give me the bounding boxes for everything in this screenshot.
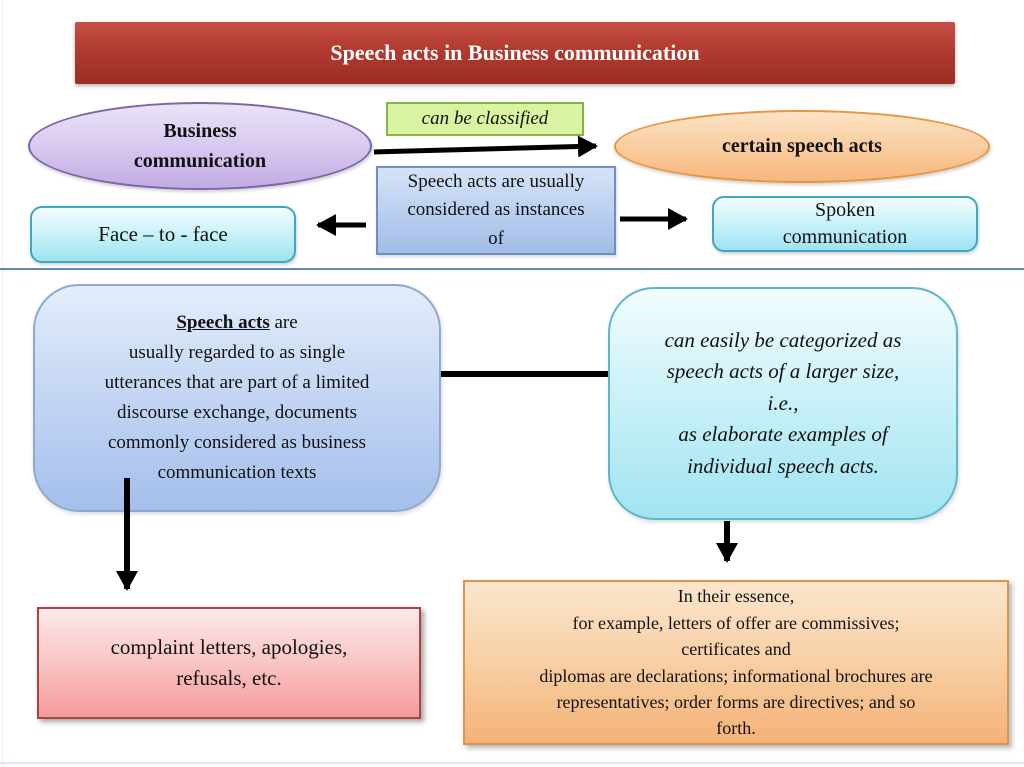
text-line: as elaborate examples of (678, 422, 888, 447)
text-line: speech acts of a larger size, (666, 359, 900, 384)
essence-examples-box: In their essence, for example, letters o… (463, 580, 1009, 745)
text-line: In their essence, (677, 586, 795, 607)
text-line: Face – to - face (98, 222, 228, 246)
bottom-edge-line (0, 762, 1024, 764)
text-line: utterances that are part of a limited (104, 371, 370, 393)
text-line: refusals, etc. (176, 666, 282, 690)
text-line: communication (782, 226, 908, 248)
complaint-letters-box: complaint letters, apologies, refusals, … (37, 607, 421, 719)
can-be-classified-box: can be classified (386, 102, 584, 136)
text-line: communication (133, 150, 267, 172)
face-to-face-box: Face – to - face (30, 206, 296, 263)
text-line: Speech acts are (176, 308, 297, 338)
text-line: discourse exchange, documents (116, 402, 358, 423)
spoken-communication-box: Spoken communication (712, 196, 978, 252)
text-line: can be classified (421, 108, 549, 129)
text-line: i.e., (767, 390, 799, 415)
text-line: considered as instances (407, 199, 585, 221)
left-edge-hairline (2, 0, 3, 767)
text-line: certificates and (681, 639, 791, 660)
text-line: certain speech acts (722, 135, 882, 157)
text-line: communication texts (157, 462, 317, 484)
business-communication-ellipse: Business communication (28, 102, 372, 190)
text-line: Business (163, 120, 237, 142)
speech-acts-lead-suffix: are (269, 311, 298, 333)
categorized-panel: can easily be categorized as speech acts… (608, 287, 958, 520)
section-divider-line (0, 268, 1024, 270)
text-line: for example, letters of offer are commis… (572, 612, 900, 633)
text-line: commonly considered as business (107, 432, 367, 454)
text-line: forth. (716, 718, 756, 739)
text-line: individual speech acts. (687, 453, 879, 478)
text-line: of (488, 227, 504, 249)
speech-acts-lead-text: Speech acts (176, 311, 270, 333)
text-line: representatives; order forms are directi… (556, 691, 916, 712)
speech-acts-definition-panel: Speech acts are usually regarded to as s… (33, 284, 441, 512)
slide-title: Speech acts in Business communication (330, 40, 700, 65)
title-banner: Speech acts in Business communication (75, 22, 955, 84)
certain-speech-acts-ellipse: certain speech acts (614, 110, 990, 183)
text-line: usually regarded to as single (128, 341, 346, 363)
text-line: Speech acts are usually (407, 171, 585, 193)
speech-acts-instances-box: Speech acts are usually considered as in… (376, 166, 616, 255)
classify-arrow (373, 135, 598, 158)
text-line: Spoken (815, 199, 875, 221)
text-line: complaint letters, apologies, (110, 634, 348, 659)
text-line: diplomas are declarations; informational… (539, 665, 933, 686)
text-line: can easily be categorized as (664, 327, 902, 352)
